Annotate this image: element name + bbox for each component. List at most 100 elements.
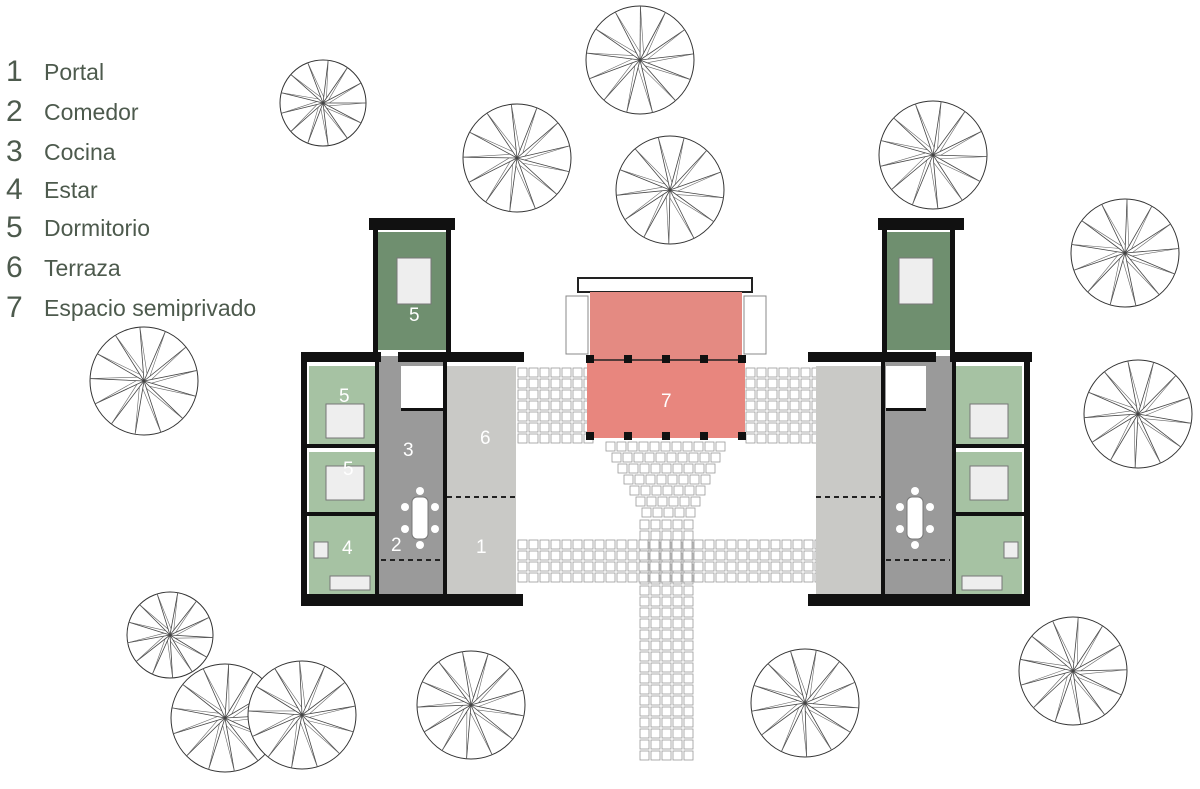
wall [446, 230, 451, 356]
paver-tile [649, 539, 660, 550]
paver-tile [617, 463, 628, 474]
house-right [808, 218, 1032, 606]
paver-tile [594, 539, 605, 550]
paver-tile [767, 433, 778, 444]
paver-tile [745, 389, 756, 400]
legend-label: Portal [44, 58, 105, 85]
paver-tile [651, 485, 662, 496]
paver-tile [639, 585, 650, 596]
tree-icon [279, 59, 367, 147]
paver-tile [672, 684, 683, 695]
paver-tile [616, 539, 627, 550]
paver-tile [650, 728, 661, 739]
tree-icon [416, 650, 526, 760]
paver-tile [745, 367, 756, 378]
column [662, 432, 670, 440]
paver-tile [682, 550, 693, 561]
paver-tile [639, 673, 650, 684]
paver-tile [517, 411, 528, 422]
wall [1024, 352, 1030, 606]
paver-tile [655, 452, 666, 463]
paver-tile [737, 561, 748, 572]
paver-tile [693, 550, 704, 561]
paver-tile [704, 539, 715, 550]
paver-tile [792, 561, 803, 572]
paver-tile [683, 695, 694, 706]
paver-tile [778, 367, 789, 378]
tree-icon [1083, 359, 1193, 469]
bed [325, 465, 365, 501]
paver-tile [644, 452, 655, 463]
paver-tile [605, 572, 616, 583]
paver-tile [528, 422, 539, 433]
paver-tile [800, 400, 811, 411]
wall [878, 218, 964, 230]
paver-tile [550, 539, 561, 550]
paver-tile [715, 561, 726, 572]
paver-tile [650, 673, 661, 684]
chair [431, 503, 439, 511]
paver-tile [616, 550, 627, 561]
paver-tile [789, 367, 800, 378]
bed [969, 465, 1009, 501]
paver-tile [737, 550, 748, 561]
side-bench [743, 295, 767, 355]
paver-tile [800, 433, 811, 444]
pavilion-roof-cap [577, 277, 753, 293]
paver-tile [528, 550, 539, 561]
legend-number: 5 [6, 211, 23, 244]
paving-grid [517, 367, 825, 761]
paver-tile [517, 561, 528, 572]
paver-tile [639, 717, 650, 728]
paver-tile [693, 539, 704, 550]
column [738, 432, 746, 440]
paver-tile [789, 422, 800, 433]
paver-tile [660, 550, 671, 561]
paver-tile [572, 572, 583, 583]
paver-tile [561, 539, 572, 550]
paver-tile [657, 496, 668, 507]
paver-tile [638, 572, 649, 583]
paver-tile [748, 572, 759, 583]
paver-tile [756, 378, 767, 389]
paver-tile [726, 550, 737, 561]
tree-icon [585, 5, 695, 115]
paver-tile [672, 728, 683, 739]
paver-tile [710, 452, 721, 463]
paver-tile [661, 728, 672, 739]
paver-tile [778, 400, 789, 411]
paver-tile [639, 739, 650, 750]
paver-tile [767, 422, 778, 433]
room-label-bedroom-lower: 5 [343, 459, 354, 480]
paver-tile [650, 607, 661, 618]
paver-tile [528, 539, 539, 550]
paver-tile [623, 474, 634, 485]
paver-tile [672, 463, 683, 474]
wall [301, 352, 381, 362]
chair [896, 525, 904, 533]
paver-tile [650, 684, 661, 695]
legend-number: 1 [6, 55, 23, 88]
paver-tile [661, 673, 672, 684]
paver-tile [694, 463, 705, 474]
paver-tile [550, 411, 561, 422]
paver-tile [737, 572, 748, 583]
paver-tile [639, 607, 650, 618]
paver-tile [661, 596, 672, 607]
paver-tile [661, 706, 672, 717]
legend-label: Estar [44, 176, 98, 203]
paver-tile [517, 433, 528, 444]
tree-icon [247, 660, 357, 770]
paver-tile [539, 378, 550, 389]
paver-tile [660, 572, 671, 583]
wall [956, 512, 1024, 516]
paver-tile [616, 572, 627, 583]
paver-tile [683, 618, 694, 629]
paver-tile [673, 485, 684, 496]
paver-tile [672, 519, 683, 530]
paver-tile [672, 629, 683, 640]
tree-icon [750, 648, 860, 758]
paver-tile [778, 411, 789, 422]
paver-tile [645, 474, 656, 485]
paver-tile [666, 452, 677, 463]
